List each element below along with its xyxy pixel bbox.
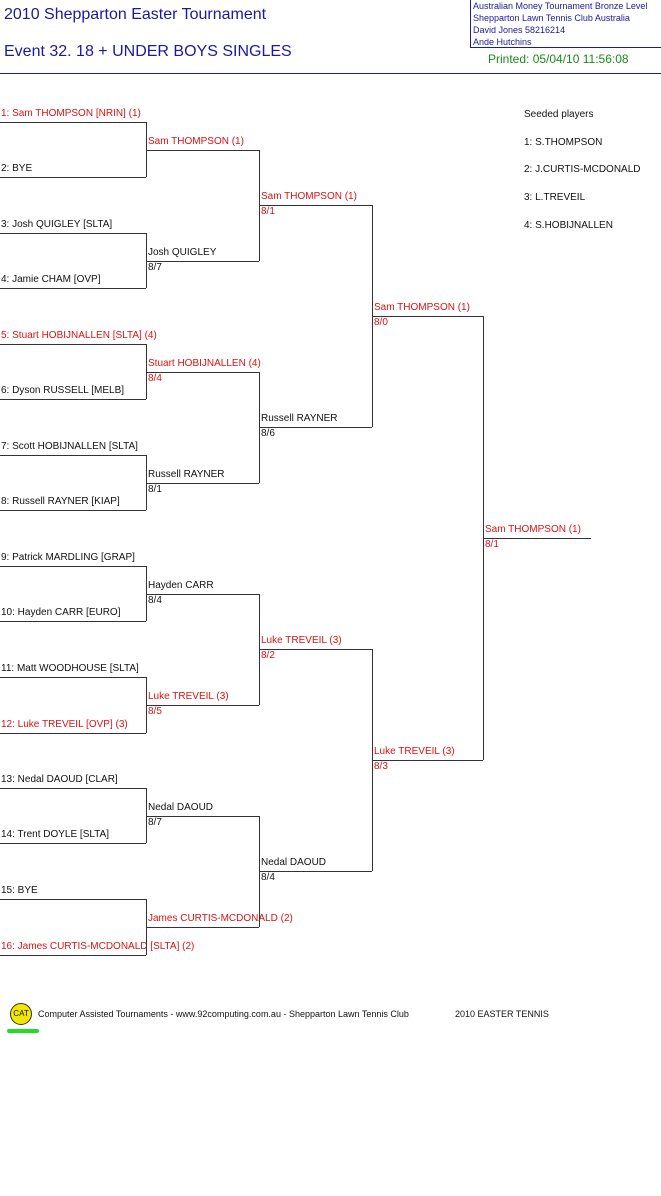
entry-line	[0, 566, 146, 567]
draw-entry: 1: Sam THOMPSON [NRIN] (1)	[1, 108, 141, 119]
entry-line	[0, 843, 146, 844]
round2-score: 8/1	[148, 484, 162, 495]
draw-entry: 16: James CURTIS-MCDONALD [SLTA] (2)	[1, 941, 195, 952]
round3-winner: Sam THOMPSON (1)	[261, 191, 357, 202]
winner-line	[146, 594, 259, 595]
info-box: Australian Money Tournament Bronze Level…	[470, 0, 661, 48]
round4-score: 8/0	[374, 317, 388, 328]
info-line: David Jones 58216214	[473, 25, 566, 35]
bracket-connector	[146, 122, 147, 177]
entry-line	[0, 955, 146, 956]
winner-line	[146, 372, 259, 373]
draw-entry: 10: Hayden CARR [EURO]	[1, 607, 121, 618]
footer-text: Computer Assisted Tournaments - www.92co…	[38, 1009, 409, 1019]
seed-item: 1: S.THOMPSON	[524, 137, 603, 148]
champion-score: 8/1	[485, 539, 499, 550]
round2-winner: Sam THOMPSON (1)	[148, 136, 244, 147]
winner-line	[146, 261, 259, 262]
round2-winner: Stuart HOBIJNALLEN (4)	[148, 358, 261, 369]
info-line: Ande Hutchins	[473, 37, 532, 47]
entry-line	[0, 399, 146, 400]
seeded-players-heading: Seeded players	[524, 109, 594, 120]
event-title: Event 32. 18 + UNDER BOYS SINGLES	[4, 43, 292, 60]
seed-item: 3: L.TREVEIL	[524, 192, 586, 203]
round3-score: 8/4	[261, 872, 275, 883]
round3-score: 8/1	[261, 206, 275, 217]
bracket-connector	[146, 233, 147, 288]
round2-winner: James CURTIS-MCDONALD (2)	[148, 913, 293, 924]
round3-score: 8/2	[261, 650, 275, 661]
champion-line	[483, 538, 591, 539]
round3-winner: Luke TREVEIL (3)	[261, 635, 342, 646]
entry-line	[0, 788, 146, 789]
cat-logo-icon: CAT	[10, 1003, 32, 1025]
round2-winner: Nedal DAOUD	[148, 802, 214, 813]
round2-score: 8/7	[148, 817, 162, 828]
draw-entry: 3: Josh QUIGLEY [SLTA]	[1, 219, 113, 230]
draw-entry: 9: Patrick MARDLING [GRAP]	[1, 552, 135, 563]
seed-item: 2: J.CURTIS-MCDONALD	[524, 164, 641, 175]
bracket-connector	[146, 566, 147, 621]
winner-line	[146, 927, 259, 928]
bracket-connector	[146, 344, 147, 399]
winner-line	[146, 705, 259, 706]
tournament-title: 2010 Shepparton Easter Tournament	[4, 6, 267, 23]
draw-entry: 13: Nedal DAOUD [CLAR]	[1, 774, 118, 785]
winner-line	[146, 150, 259, 151]
round3-winner: Nedal DAOUD	[261, 857, 327, 868]
winner-line	[259, 871, 372, 872]
round2-winner: Josh QUIGLEY	[148, 247, 217, 258]
round2-winner: Hayden CARR	[148, 580, 214, 591]
draw-entry: 8: Russell RAYNER [KIAP]	[1, 496, 120, 507]
draw-entry: 6: Dyson RUSSELL [MELB]	[1, 385, 125, 396]
draw-entry: 7: Scott HOBIJNALLEN [SLTA]	[1, 441, 138, 452]
entry-line	[0, 621, 146, 622]
winner-line	[372, 316, 483, 317]
round3-winner: Russell RAYNER	[261, 413, 338, 424]
round2-score: 8/4	[148, 373, 162, 384]
entry-line	[0, 344, 146, 345]
winner-line	[259, 649, 372, 650]
winner-line	[146, 483, 259, 484]
round2-score: 8/4	[148, 595, 162, 606]
round2-winner: Russell RAYNER	[148, 469, 225, 480]
round2-score: 8/5	[148, 706, 162, 717]
entry-line	[0, 899, 146, 900]
entry-line	[0, 233, 146, 234]
round4-score: 8/3	[374, 761, 388, 772]
entry-line	[0, 288, 146, 289]
round3-score: 8/6	[261, 428, 275, 439]
winner-line	[372, 760, 483, 761]
winner-line	[259, 427, 372, 428]
bracket-connector	[146, 788, 147, 843]
entry-line	[0, 455, 146, 456]
draw-entry: 12: Luke TREVEIL [OVP] (3)	[1, 719, 128, 730]
info-line: Shepparton Lawn Tennis Club Australia	[473, 13, 630, 23]
round2-winner: Luke TREVEIL (3)	[148, 691, 229, 702]
header-divider	[0, 73, 661, 74]
seed-item: 4: S.HOBIJNALLEN	[524, 220, 613, 231]
bracket-connector	[146, 455, 147, 510]
draw-entry: 2: BYE	[1, 163, 33, 174]
draw-entry: 11: Matt WOODHOUSE [SLTA]	[1, 663, 139, 674]
logo-underline	[7, 1029, 39, 1033]
winner-line	[146, 816, 259, 817]
round4-winner: Luke TREVEIL (3)	[374, 746, 455, 757]
round4-winner: Sam THOMPSON (1)	[374, 302, 470, 313]
entry-line	[0, 733, 146, 734]
draw-entry: 15: BYE	[1, 885, 38, 896]
champion-name: Sam THOMPSON (1)	[485, 524, 581, 535]
info-line: Australian Money Tournament Bronze Level	[473, 1, 648, 11]
entry-line	[0, 510, 146, 511]
footer-event: 2010 EASTER TENNIS	[455, 1009, 549, 1019]
printed-timestamp: Printed: 05/04/10 11:56:08	[488, 52, 629, 66]
winner-line	[259, 205, 372, 206]
round2-score: 8/7	[148, 262, 162, 273]
entry-line	[0, 177, 146, 178]
entry-line	[0, 122, 146, 123]
draw-entry: 4: Jamie CHAM [OVP]	[1, 274, 101, 285]
draw-entry: 14: Trent DOYLE [SLTA]	[1, 829, 110, 840]
draw-entry: 5: Stuart HOBIJNALLEN [SLTA] (4)	[1, 330, 157, 341]
entry-line	[0, 677, 146, 678]
